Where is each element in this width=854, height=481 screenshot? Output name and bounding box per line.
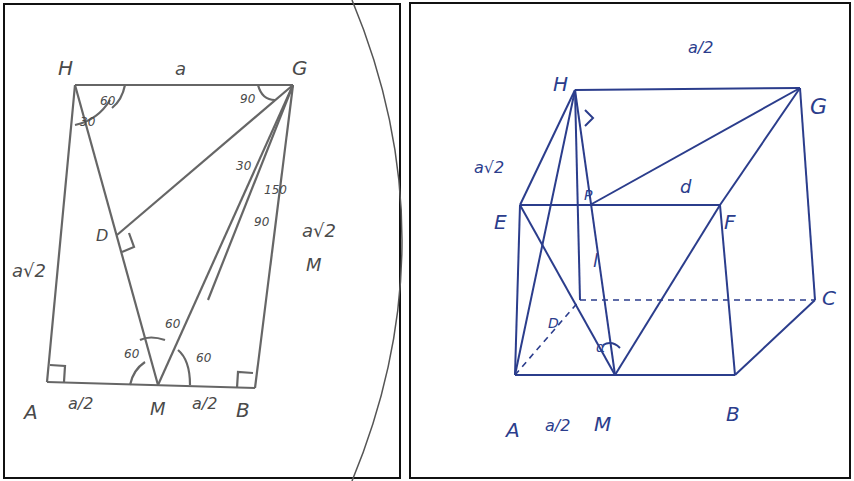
arc: [352, 0, 402, 481]
panel-frame: [4, 4, 400, 478]
point-label: B: [726, 404, 740, 424]
point-label: α: [596, 340, 605, 354]
point-label: H: [58, 58, 73, 78]
point-label: P: [584, 188, 592, 202]
point-label: M: [306, 256, 322, 274]
point-label: a/2: [192, 396, 217, 412]
point-label: D: [548, 316, 559, 330]
point-label: 60: [165, 318, 180, 330]
point-label: a√2: [302, 222, 336, 240]
hidden-edge: [515, 300, 815, 375]
point-label: 30: [80, 116, 95, 128]
point-label: l: [593, 252, 598, 270]
point-label: a√2: [474, 160, 504, 176]
point-label: G: [292, 58, 308, 78]
point-label: H: [553, 74, 568, 94]
point-label: d: [680, 178, 691, 196]
point-label: C: [822, 288, 836, 308]
point-label: a/2: [545, 418, 570, 434]
point-label: a: [175, 60, 186, 78]
point-label: 90: [254, 216, 269, 228]
box-sketch: [515, 88, 815, 375]
point-label: A: [24, 402, 38, 422]
point-label: M: [150, 400, 166, 418]
point-label: 60: [100, 95, 115, 107]
point-label: a/2: [68, 396, 93, 412]
point-label: A: [506, 420, 520, 440]
point-label: B: [236, 400, 250, 420]
point-label: E: [494, 212, 507, 232]
point-label: a√2: [12, 262, 46, 280]
panel-frame: [410, 3, 850, 478]
point-label: a/2: [688, 40, 713, 56]
point-label: 60: [124, 348, 139, 360]
point-label: 30: [236, 160, 251, 172]
point-label: G: [810, 96, 827, 118]
point-label: D: [96, 228, 108, 244]
point-label: 90: [240, 93, 255, 105]
point-label: 60: [196, 352, 211, 364]
rectangle-sketch: [47, 85, 293, 388]
point-label: F: [724, 212, 736, 232]
point-label: 150: [264, 184, 287, 196]
point-label: M: [594, 414, 611, 434]
